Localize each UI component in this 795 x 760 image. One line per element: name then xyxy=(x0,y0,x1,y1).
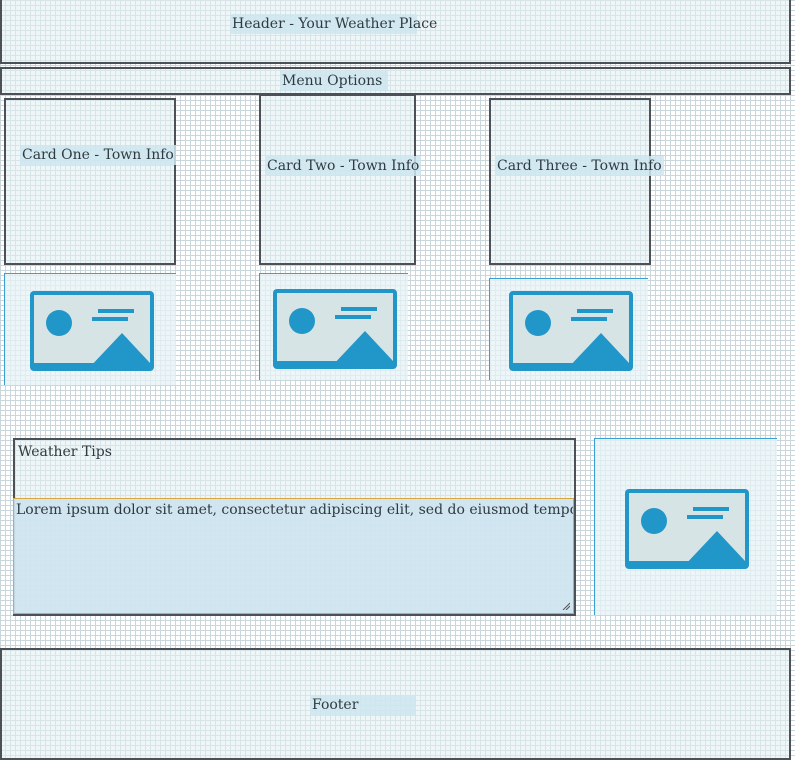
card-two-image xyxy=(259,273,408,380)
menu-label[interactable]: Menu Options xyxy=(280,71,388,91)
card-two[interactable]: Card Two - Town Info xyxy=(259,94,422,265)
resize-grip-icon[interactable] xyxy=(562,602,570,610)
header-title: Header - Your Weather Place xyxy=(230,14,438,34)
card-one-label: Card One - Town Info xyxy=(20,145,176,165)
weather-tips-title: Weather Tips xyxy=(18,444,112,460)
menu-bar[interactable]: Menu Options xyxy=(0,67,791,95)
image-placeholder-icon xyxy=(30,291,154,371)
card-three-label: Card Three - Town Info xyxy=(495,156,664,176)
image-placeholder-icon xyxy=(625,489,749,569)
image-placeholder-icon xyxy=(273,289,397,369)
weather-tips-textarea[interactable]: Lorem ipsum dolor sit amet, consectetur … xyxy=(13,498,574,614)
weather-tips-text: Lorem ipsum dolor sit amet, consectetur … xyxy=(16,502,573,518)
side-image xyxy=(594,438,777,615)
card-three-image xyxy=(489,278,648,380)
card-one-image xyxy=(4,273,176,385)
footer-label: Footer xyxy=(310,695,416,715)
header: Header - Your Weather Place xyxy=(0,0,791,64)
image-placeholder-icon xyxy=(509,291,633,371)
card-one[interactable]: Card One - Town Info xyxy=(4,98,176,265)
card-two-label: Card Two - Town Info xyxy=(265,156,422,176)
card-three[interactable]: Card Three - Town Info xyxy=(489,98,664,265)
footer: Footer xyxy=(0,648,791,760)
